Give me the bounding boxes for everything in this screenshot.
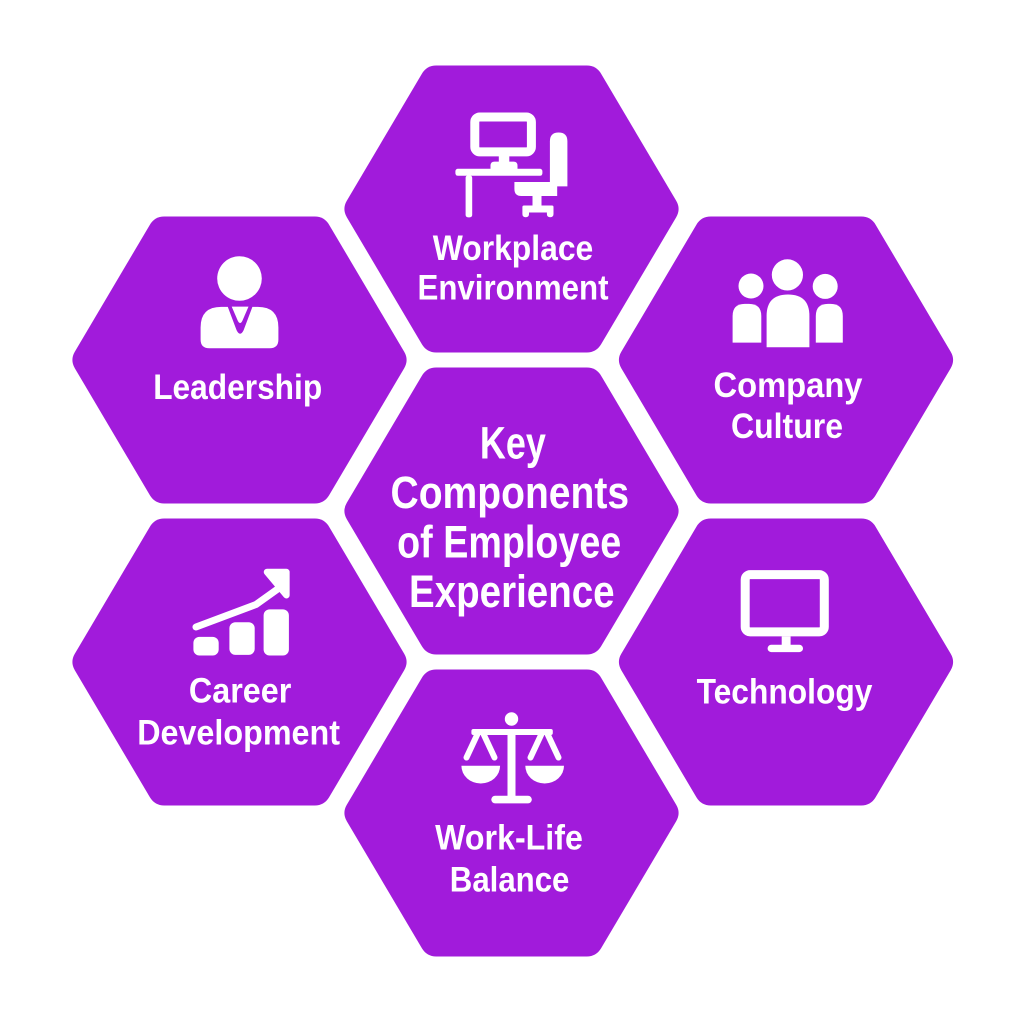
svg-text:Workplace: Workplace: [433, 229, 594, 268]
svg-text:Experience: Experience: [409, 566, 615, 617]
svg-text:of Employee: of Employee: [397, 517, 621, 568]
svg-text:Company: Company: [714, 366, 863, 405]
svg-text:Technology: Technology: [697, 673, 873, 712]
svg-text:Leadership: Leadership: [153, 368, 322, 407]
svg-text:Balance: Balance: [450, 860, 570, 899]
svg-text:Components: Components: [391, 467, 630, 518]
svg-text:Development: Development: [137, 714, 340, 753]
svg-text:Culture: Culture: [731, 407, 843, 446]
svg-text:Career: Career: [189, 671, 292, 710]
svg-text:Environment: Environment: [418, 269, 609, 308]
svg-text:Key: Key: [480, 418, 546, 469]
svg-text:Work-Life: Work-Life: [435, 819, 583, 858]
